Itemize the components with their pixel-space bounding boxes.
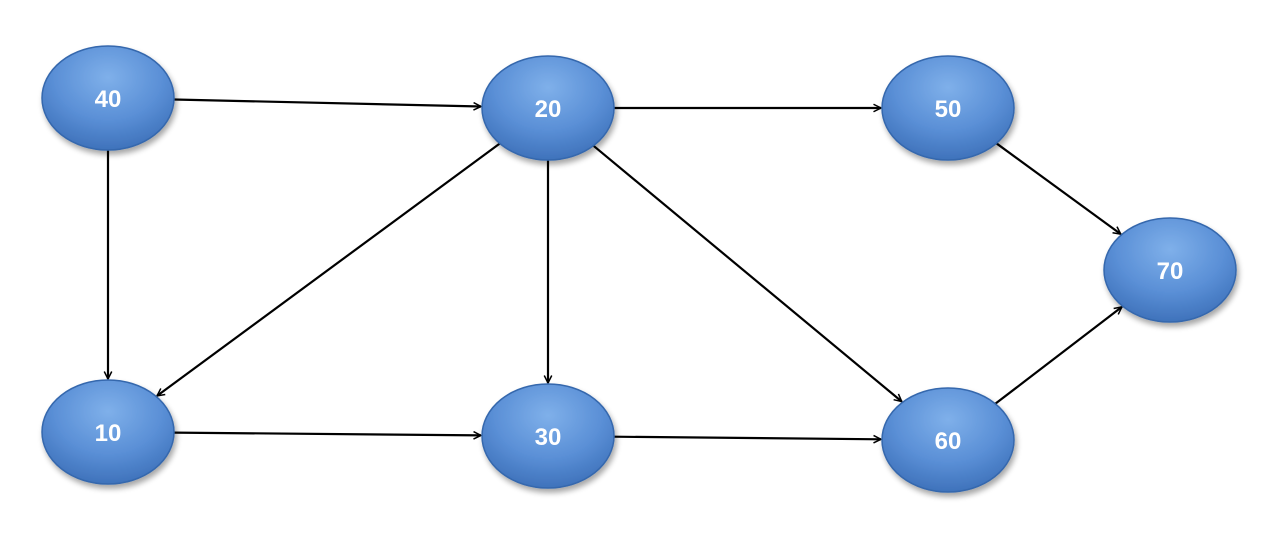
node-label: 30 [535,424,562,451]
node-ellipse [41,379,175,485]
node-label: 40 [95,86,122,113]
edge-20-to-60 [592,144,901,402]
node-70: 70 [1103,217,1237,323]
node-30: 30 [481,383,615,489]
node-label: 60 [935,428,962,455]
node-label: 50 [935,96,962,123]
edge-10-to-30 [173,433,481,436]
node-60: 60 [881,387,1015,493]
node-50: 50 [881,55,1015,161]
edge-20-to-10 [157,142,501,396]
node-ellipse [1103,217,1237,323]
node-40: 40 [41,45,175,151]
node-ellipse [481,55,615,161]
node-ellipse [41,45,175,151]
node-20: 20 [481,55,615,161]
node-ellipse [881,387,1015,493]
edge-40-to-20 [173,98,481,107]
node-ellipse [881,55,1015,161]
edge-30-to-60 [613,437,881,440]
node-label: 10 [95,420,122,447]
node-10: 10 [41,379,175,485]
nodes-layer: 40 20 50 70 10 30 60 [41,45,1237,493]
edges-layer [108,98,1122,440]
node-label: 20 [535,96,562,123]
node-ellipse [481,383,615,489]
edge-50-to-70 [995,142,1120,234]
node-label: 70 [1157,258,1184,285]
edge-60-to-70 [994,307,1122,405]
